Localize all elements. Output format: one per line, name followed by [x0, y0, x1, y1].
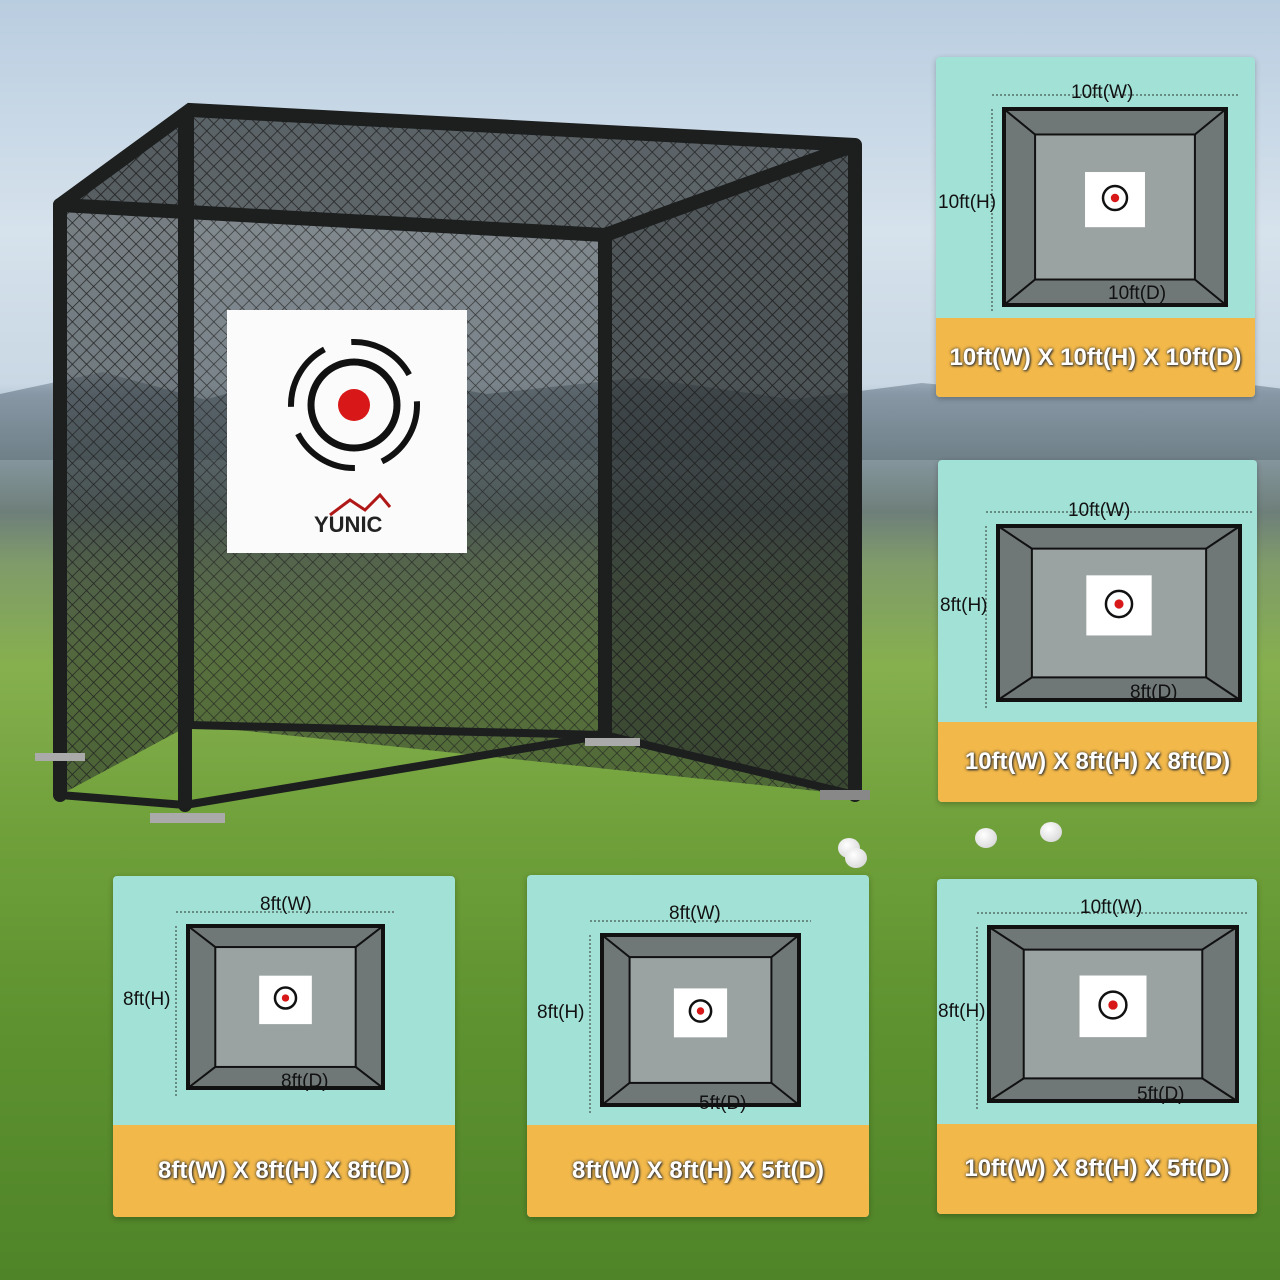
mini-cage-diagram [976, 912, 1249, 1109]
target-sheet: YUNIC [227, 310, 467, 553]
golf-ball [845, 848, 867, 868]
depth-label: 5ft(D) [699, 1093, 747, 1114]
golf-cage-hero: YUNIC [35, 102, 870, 823]
golf-ball [1040, 822, 1062, 842]
size-card-10x10x10[interactable]: 10ft(W) 10ft(H) 10ft(D) 10ft(W) X 10ft(H… [936, 57, 1255, 397]
mini-cage-diagram [991, 94, 1238, 313]
height-label: 8ft(H) [940, 595, 988, 616]
height-label: 8ft(H) [938, 1001, 986, 1022]
size-label: 8ft(W) X 8ft(H) X 5ft(D) [527, 1125, 869, 1217]
size-card-10x8x5[interactable]: 10ft(W) 8ft(H) 5ft(D) 10ft(W) X 8ft(H) X… [937, 879, 1257, 1214]
depth-label: 8ft(D) [281, 1071, 329, 1092]
size-label: 10ft(W) X 10ft(H) X 10ft(D) [936, 318, 1255, 397]
depth-label: 8ft(D) [1130, 682, 1178, 703]
height-label: 10ft(H) [938, 192, 997, 213]
size-label: 10ft(W) X 8ft(H) X 8ft(D) [938, 722, 1257, 802]
size-card-10x8x8[interactable]: 10ft(W) 8ft(H) 8ft(D) 10ft(W) X 8ft(H) X… [938, 460, 1257, 802]
width-label: 8ft(W) [669, 903, 721, 924]
height-label: 8ft(H) [123, 989, 171, 1010]
mini-cage-diagram [985, 511, 1252, 708]
depth-label: 10ft(D) [1108, 283, 1167, 304]
width-label: 8ft(W) [260, 894, 312, 915]
mini-cage-diagram [175, 911, 395, 1096]
size-card-8x8x5[interactable]: 8ft(W) 8ft(H) 5ft(D) 8ft(W) X 8ft(H) X 5… [527, 875, 869, 1217]
size-label: 10ft(W) X 8ft(H) X 5ft(D) [937, 1124, 1257, 1214]
brand-logo: YUNIC [314, 512, 383, 537]
depth-label: 5ft(D) [1137, 1084, 1185, 1105]
width-label: 10ft(W) [1068, 500, 1131, 521]
width-label: 10ft(W) [1080, 897, 1143, 918]
height-label: 8ft(H) [537, 1002, 585, 1023]
size-label: 8ft(W) X 8ft(H) X 8ft(D) [113, 1125, 455, 1217]
size-card-8x8x8[interactable]: 8ft(W) 8ft(H) 8ft(D) 8ft(W) X 8ft(H) X 8… [113, 876, 455, 1217]
mini-cage-diagram [589, 920, 811, 1113]
width-label: 10ft(W) [1071, 82, 1134, 103]
golf-ball [975, 828, 997, 848]
